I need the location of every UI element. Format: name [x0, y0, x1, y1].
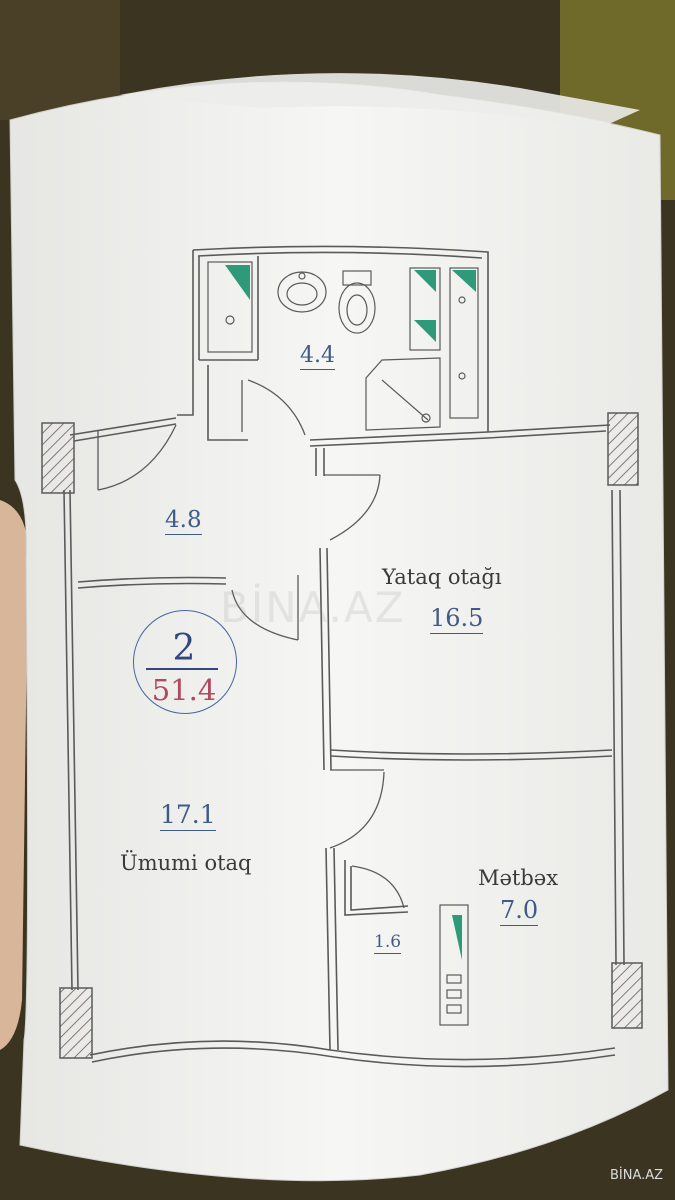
bathroom-fixtures: [207, 261, 479, 431]
storage-area: 1.6: [374, 932, 402, 954]
bedroom-area: 16.5: [430, 604, 484, 634]
apartment-summary-badge: [133, 610, 237, 714]
kitchen-fridge-icon: [439, 904, 469, 1026]
living-room-name: Ümumi otaq: [120, 851, 252, 875]
rooms-count: 2: [172, 628, 196, 669]
doors: [97, 379, 405, 909]
sink-icon: [277, 271, 327, 313]
kitchen-name: Mətbəx: [478, 866, 559, 890]
walls: [63, 245, 625, 1068]
kitchen-area: 7.0: [500, 896, 539, 926]
structural-columns: [41, 412, 643, 1059]
total-area: 51.4: [151, 673, 217, 707]
living-room-area: 17.1: [160, 800, 216, 831]
bathroom-area: 4.4: [300, 343, 335, 370]
bedroom-name: Yataq otağı: [382, 565, 502, 589]
shower-tray-icon: [365, 357, 441, 431]
hand: [0, 500, 29, 1050]
badge-divider: [146, 668, 218, 670]
toilet-icon: [342, 270, 372, 286]
hallway-area: 4.8: [165, 507, 202, 535]
source-credit: BİNA.AZ: [610, 1168, 664, 1183]
watermark-text: BİNA.AZ: [220, 583, 406, 632]
